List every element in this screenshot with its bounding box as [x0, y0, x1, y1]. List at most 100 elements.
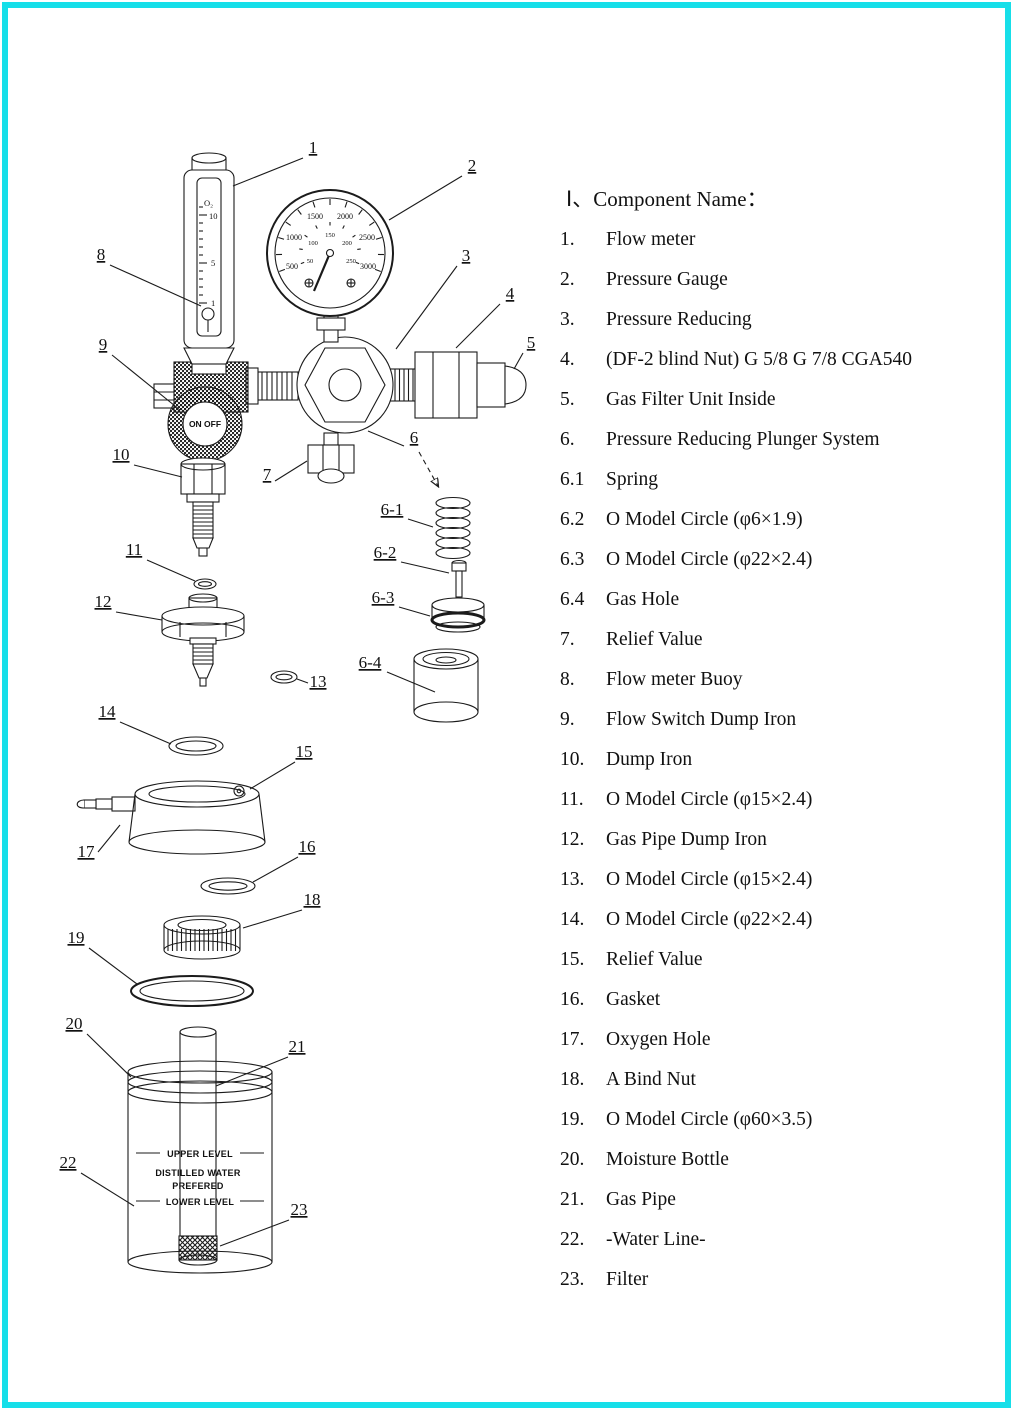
component-item: 18.A Bind Nut — [560, 1060, 1005, 1100]
component-item-label: Spring — [606, 469, 659, 490]
component-item-number: 6.2 — [560, 509, 585, 530]
gauge-screw-icon — [304, 278, 314, 288]
gauge-label-500: 500 — [286, 262, 298, 271]
flow-meter-buoy — [201, 307, 215, 321]
bottle-upper-level-label: UPPER LEVEL — [167, 1149, 233, 1159]
component-item-number: 22. — [560, 1229, 585, 1250]
callout-label-16: 16 — [299, 837, 316, 856]
callout-label-22: 22 — [60, 1153, 77, 1172]
component-item-label: Pressure Reducing Plunger System — [606, 429, 880, 450]
component-item: 2.Pressure Gauge — [560, 260, 1005, 300]
component-item-label: O Model Circle (φ15×2.4) — [606, 869, 813, 890]
callout-label-7: 7 — [263, 465, 272, 484]
callout-label-19: 19 — [68, 928, 85, 947]
gauge-label-150: 150 — [325, 232, 335, 239]
component-item: 7.Relief Value — [560, 620, 1005, 660]
component-item: 11. O Model Circle (φ15×2.4) — [560, 780, 1005, 820]
flow-meter-scale-1: 1 — [211, 298, 215, 308]
component-item: 6. Pressure Reducing Plunger System — [560, 420, 1005, 460]
component-item-label: Relief Value — [606, 949, 703, 970]
callout-label-21: 21 — [289, 1037, 306, 1056]
component-item-number: 3. — [560, 309, 575, 330]
flow-meter-drawing: O₂ 10 5 1 — [183, 152, 235, 375]
component-item-label: Gas Pipe — [606, 1189, 676, 1210]
component-item-number: 23. — [560, 1269, 585, 1290]
component-item-number: 7. — [560, 629, 575, 650]
component-item: 20. Moisture Bottle — [560, 1140, 1005, 1180]
component-item-number: 18. — [560, 1069, 585, 1090]
component-item-label: Flow Switch Dump Iron — [606, 709, 797, 730]
callout-label-4: 4 — [506, 284, 515, 303]
blind-nut-drawing — [389, 351, 527, 419]
component-item-number: 6. — [560, 429, 575, 450]
component-item: 15.Relief Value — [560, 940, 1005, 980]
callout-label-10: 10 — [113, 445, 130, 464]
bottle-prefered-label: PREFERED — [172, 1181, 224, 1191]
component-item-label: O Model Circle (φ22×2.4) — [606, 909, 813, 930]
gasket-drawing — [200, 877, 256, 895]
component-item-label: (DF-2 blind Nut) G 5/8 G 7/8 CGA540 — [606, 349, 913, 370]
plunger-system-drawing — [413, 496, 486, 723]
gauge-label-100: 100 — [308, 240, 318, 247]
component-item-label: O Model Circle (φ15×2.4) — [606, 789, 813, 810]
callout-label-9: 9 — [99, 335, 108, 354]
gauge-label-3000: 3000 — [360, 262, 376, 271]
component-item: 16.Gasket — [560, 980, 1005, 1020]
gas-hole-cup-drawing — [413, 648, 479, 723]
flow-meter-scale-5: 5 — [211, 258, 215, 268]
callout-label-17: 17 — [78, 842, 96, 861]
pressure-gauge-drawing: 500 1000 1500 2000 2500 3000 50 100 150 … — [266, 189, 394, 343]
callout-label-1: 1 — [309, 138, 318, 157]
component-item: 19. O Model Circle (φ60×3.5) — [560, 1100, 1005, 1140]
component-item-label: Moisture Bottle — [606, 1149, 729, 1170]
component-list-title: Ⅰ、Component Name： — [566, 187, 768, 211]
component-item-number: 11. — [560, 789, 584, 810]
component-item-number: 4. — [560, 349, 575, 370]
component-item: 10.Dump Iron — [560, 740, 1005, 780]
left-pipe-drawing — [245, 367, 299, 405]
moisture-bottle-drawing: UPPER LEVEL DISTILLED WATER PREFERED LOW… — [127, 1026, 273, 1274]
o-model-disc-drawing — [430, 597, 486, 633]
component-item: 23. Filter — [560, 1260, 1005, 1300]
gauge-label-1000: 1000 — [286, 233, 302, 242]
component-item-label: Dump Iron — [606, 749, 693, 770]
component-item-label: Flow meter — [606, 229, 696, 250]
relief-hole — [233, 785, 245, 797]
component-item-label: Filter — [606, 1269, 649, 1290]
dump-iron-drawing — [180, 457, 226, 557]
plunger-pin-drawing — [451, 559, 467, 598]
callout-label-11: 11 — [126, 540, 142, 559]
component-item-number: 19. — [560, 1109, 585, 1130]
component-item-number: 13. — [560, 869, 585, 890]
component-item-label: -Water Line- — [606, 1229, 706, 1250]
component-item-label: O Model Circle (φ22×2.4) — [606, 549, 813, 570]
component-item-label: Gas Hole — [606, 589, 680, 610]
callout-label-18: 18 — [304, 890, 321, 909]
relief-valve-drawing — [307, 432, 355, 484]
component-item: 12.Gas Pipe Dump Iron — [560, 820, 1005, 860]
component-item-number: 8. — [560, 669, 575, 690]
component-item-number: 20. — [560, 1149, 585, 1170]
callout-label-20: 20 — [66, 1014, 83, 1033]
spring-drawing — [435, 496, 471, 560]
bottle-lower-level-label: LOWER LEVEL — [166, 1197, 235, 1207]
gauge-label-250: 250 — [346, 258, 356, 265]
callout-label-3: 3 — [462, 246, 471, 265]
flow-meter-scale-10: 10 — [209, 211, 218, 221]
component-item-label: O Model Circle (φ60×3.5) — [606, 1109, 813, 1130]
component-item-number: 6.1 — [560, 469, 585, 490]
gas-pipe-dump-iron-drawing — [161, 593, 245, 687]
bind-nut-ring-drawing — [163, 915, 241, 960]
gauge-screw-icon — [346, 278, 356, 288]
callout-label-6-2: 6-2 — [374, 543, 397, 562]
component-item: 6.1 Spring — [560, 460, 1005, 500]
component-item-number: 17. — [560, 1029, 585, 1050]
component-item: 17.Oxygen Hole — [560, 1020, 1005, 1060]
component-item-number: 9. — [560, 709, 575, 730]
gauge-label-1500: 1500 — [307, 212, 323, 221]
component-item-label: Gasket — [606, 989, 661, 1010]
component-item-number: 6.4 — [560, 589, 585, 610]
component-item-number: 6.3 — [560, 549, 585, 570]
callout-label-6-4: 6-4 — [359, 653, 382, 672]
